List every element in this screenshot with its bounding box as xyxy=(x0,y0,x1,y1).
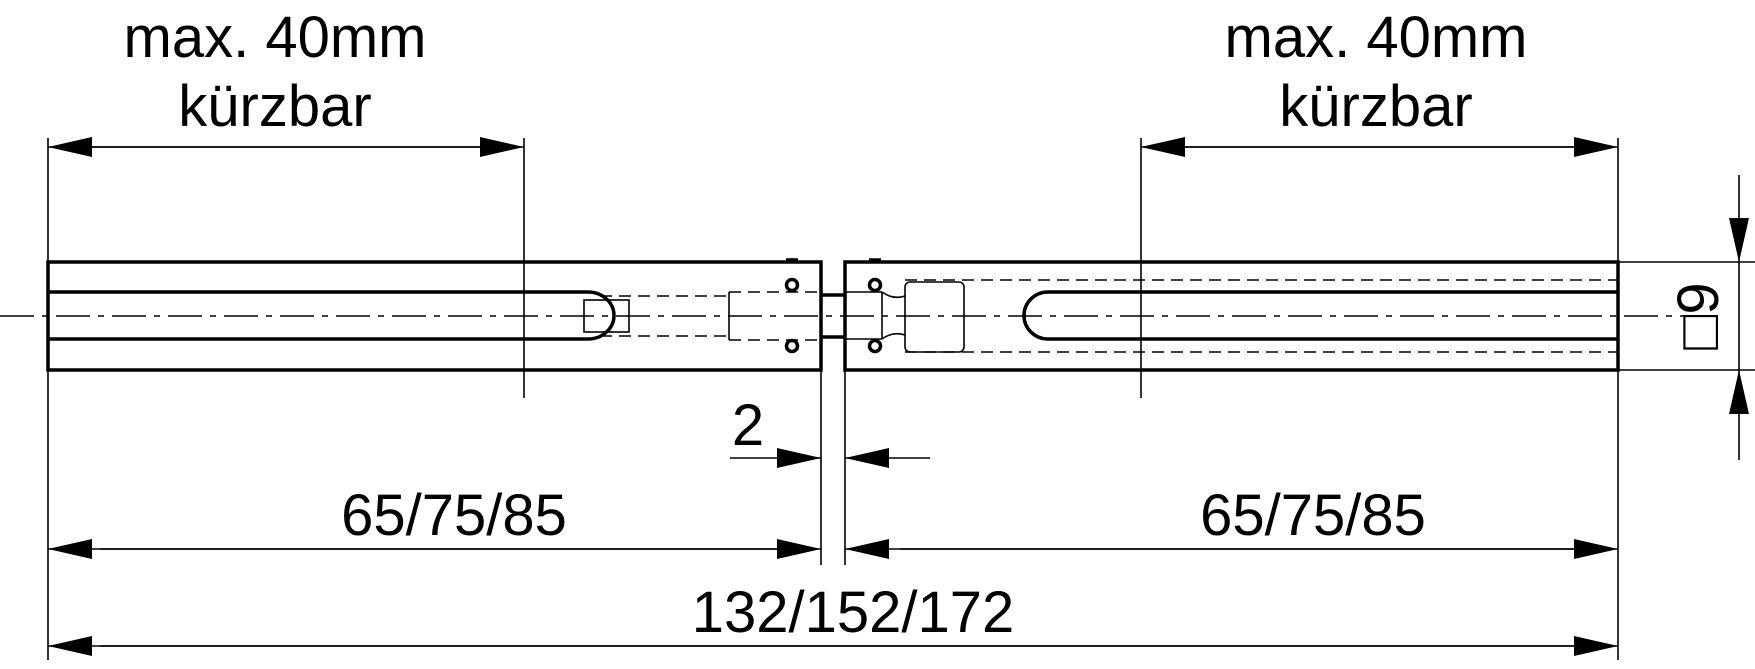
gap-dimension-label: 2 xyxy=(732,393,764,458)
left-rod xyxy=(46,258,823,372)
left-shortenable-sublabel: kürzbar xyxy=(178,74,371,139)
right-length-label: 65/75/85 xyxy=(1200,483,1426,548)
total-length-label: 132/152/172 xyxy=(692,580,1015,645)
right-shortenable-sublabel: kürzbar xyxy=(1279,74,1472,139)
right-rod xyxy=(843,258,1620,372)
left-shortenable-label: max. 40mm xyxy=(124,5,427,70)
right-shortenable-label: max. 40mm xyxy=(1225,5,1528,70)
dimension-lines xyxy=(48,137,1749,656)
left-length-label: 65/75/85 xyxy=(341,483,567,548)
square-size-label: □9 xyxy=(1666,282,1731,349)
